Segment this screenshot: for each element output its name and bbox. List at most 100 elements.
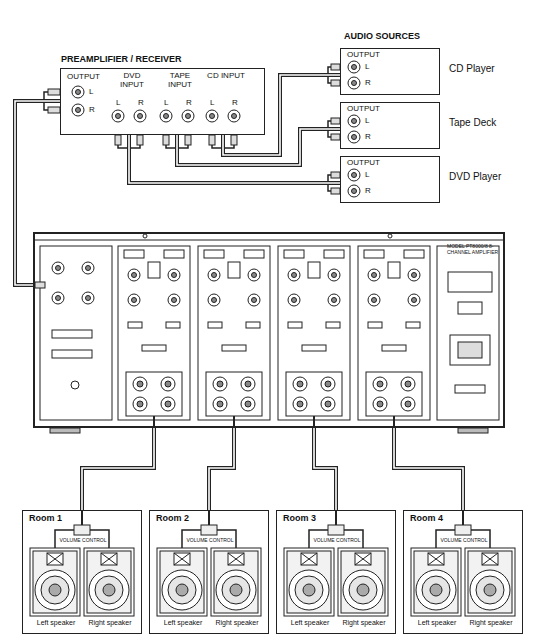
speaker-cable: [208, 510, 210, 525]
cable-jacket: [209, 428, 234, 510]
room-box: Room 3VOLUME CONTROLLeft speakerRight sp…: [276, 510, 396, 634]
rca-jack: [288, 269, 300, 281]
rca-jack-pin: [76, 90, 81, 95]
woofer: [416, 570, 456, 610]
preamp-panel: PREAMPLIFIER / RECEIVEROUTPUTLRDVD INPUT…: [60, 68, 265, 135]
rca-jack-pin: [292, 298, 297, 303]
rca-jack: [348, 61, 360, 73]
audio-cable: [82, 428, 154, 510]
cable-core: [82, 428, 154, 510]
channel-label: L: [116, 99, 120, 108]
mode-switch: [148, 262, 160, 278]
rca-plug: [48, 89, 60, 95]
rca-jack: [408, 269, 420, 281]
rca-jack-pin: [212, 298, 217, 303]
woofer-cap: [303, 584, 315, 596]
woofer: [162, 570, 202, 610]
speaker-cabinet: [284, 548, 334, 616]
node-text: OUTPUT: [347, 159, 380, 168]
tweeter-cross: [47, 553, 63, 565]
rca-jack-pin: [76, 108, 81, 113]
rca-jack: [128, 269, 140, 281]
tweeter-cross: [228, 553, 244, 565]
rca-jack-pin: [172, 273, 177, 278]
speaker-cable: [81, 510, 83, 525]
speaker-terminal-post: [217, 401, 223, 407]
rca-plug: [331, 80, 340, 86]
speaker-terminal-post: [377, 381, 383, 387]
speaker-label: Right speaker: [208, 619, 266, 627]
cable-core: [314, 428, 336, 510]
gain-control: [244, 250, 264, 258]
cable-jacket: [82, 428, 154, 510]
woofer-cap: [484, 584, 496, 596]
rca-jack: [328, 294, 340, 306]
tweeter: [101, 553, 117, 565]
rca-jack: [72, 104, 84, 116]
tweeter: [428, 553, 444, 565]
rca-jack: [128, 294, 140, 306]
audio-cable: [209, 428, 234, 510]
rca-jack-pin: [412, 273, 417, 278]
speaker-terminal: [241, 397, 255, 411]
power-section: [437, 246, 499, 420]
volume-label: VOLUME CONTROL: [297, 538, 377, 544]
woofer-cap: [49, 584, 61, 596]
woofer-cone: [295, 576, 323, 604]
tweeter-cross: [301, 553, 317, 565]
tweeter-cross: [101, 553, 117, 565]
speaker-cabinet: [211, 548, 261, 616]
speaker-label: Left speaker: [408, 619, 466, 627]
node-heading: DVD Player: [449, 171, 501, 182]
rca-jack-pin: [252, 273, 257, 278]
rca-plug: [331, 134, 340, 140]
speaker-terminal: [373, 377, 387, 391]
volume-control: [201, 525, 217, 535]
speaker-terminal: [213, 377, 227, 391]
woofer: [343, 570, 383, 610]
tweeter-cross: [101, 553, 117, 565]
cable-jacket: [15, 101, 60, 285]
woofer: [216, 570, 256, 610]
speaker-terminal: [401, 397, 415, 411]
woofer-cone: [476, 576, 504, 604]
jack-label: DVD INPUT: [113, 72, 151, 90]
channel-label: L: [89, 88, 93, 97]
speaker-terminal-post: [325, 401, 331, 407]
rca-plug: [48, 107, 60, 113]
woofer: [289, 570, 329, 610]
speaker-terminal-post: [137, 401, 143, 407]
rca-jack: [168, 269, 180, 281]
mode-switch: [388, 262, 400, 278]
volume-control: [74, 525, 90, 535]
gain-control: [284, 250, 304, 258]
tweeter: [47, 553, 63, 565]
speaker-label: Right speaker: [335, 619, 393, 627]
speaker-cabinet: [465, 548, 515, 616]
speaker-label: Left speaker: [154, 619, 212, 627]
rca-plug: [331, 172, 340, 178]
room-box: Room 1VOLUME CONTROLLeft speakerRight sp…: [22, 510, 142, 634]
node-text: Room 3: [283, 514, 316, 524]
woofer-cap: [230, 584, 242, 596]
node-text: OUTPUT: [347, 105, 380, 114]
rca-jack-pin: [252, 298, 257, 303]
rca-jack: [328, 269, 340, 281]
rca-jack-pin: [292, 273, 297, 278]
tweeter: [174, 553, 190, 565]
rca-jack-pin: [186, 114, 191, 119]
rca-jack-pin: [232, 114, 237, 119]
speaker-cabinet: [84, 548, 134, 616]
speaker-label: Right speaker: [462, 619, 520, 627]
audio-cable: [15, 101, 60, 285]
speaker-cabinet: [30, 548, 80, 616]
terminal-block: [206, 372, 262, 416]
rca-plug: [137, 135, 143, 145]
rca-jack: [112, 110, 124, 122]
channel-label: L: [365, 171, 369, 180]
woofer-cap: [176, 584, 188, 596]
audio-cable: [129, 135, 340, 183]
tweeter-cross: [228, 553, 244, 565]
rca-plug: [185, 135, 191, 145]
rca-jack-pin: [352, 173, 357, 178]
